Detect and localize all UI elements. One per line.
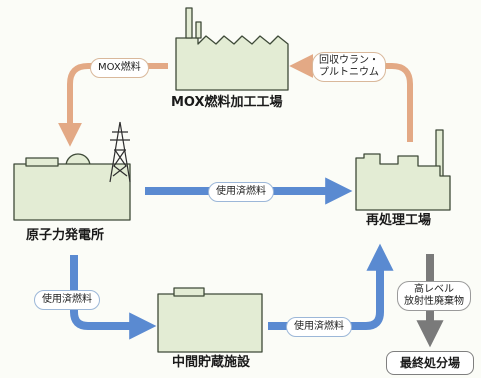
spent-fuel-direct-tag: 使用済燃料 [208, 182, 274, 202]
nuclear-plant-label: 原子力発電所 [26, 228, 105, 243]
reprocessing-plant-building [355, 129, 451, 211]
arrow-spent-fuel-from-storage [268, 243, 394, 330]
mox-plant-building [175, 7, 289, 91]
high-level-waste-line-1: 高レベル [414, 284, 454, 295]
recovered-uranium-plutonium-line-2: プルトニウム [319, 67, 379, 78]
spent-fuel-from-storage-tag: 使用済燃料 [286, 317, 352, 337]
arrow-mox-fuel [58, 63, 168, 147]
reprocessing-plant-label: 再処理工場 [366, 213, 432, 228]
transmission-tower-icon [109, 121, 131, 183]
mox-fuel-tag: MOX燃料 [90, 58, 149, 78]
interim-storage-label: 中間貯蔵施設 [172, 355, 251, 370]
high-level-waste-tag: 高レベル 放射性廃棄物 [397, 281, 471, 311]
final-disposal-box: 最終処分場 [386, 351, 474, 375]
mox-plant-label: MOX燃料加工工場 [171, 95, 283, 110]
interim-storage-building [157, 287, 263, 353]
high-level-waste-line-2: 放射性廃棄物 [404, 296, 464, 307]
arrow-recovered-material [289, 54, 413, 142]
recovered-uranium-plutonium-tag: 回収ウラン・ プルトニウム [312, 52, 386, 82]
arrow-spent-fuel-to-storage [70, 255, 157, 340]
nuclear-plant-building [13, 153, 131, 221]
recovered-uranium-plutonium-line-1: 回収ウラン・ [319, 55, 379, 66]
spent-fuel-to-storage-tag: 使用済燃料 [34, 290, 100, 310]
